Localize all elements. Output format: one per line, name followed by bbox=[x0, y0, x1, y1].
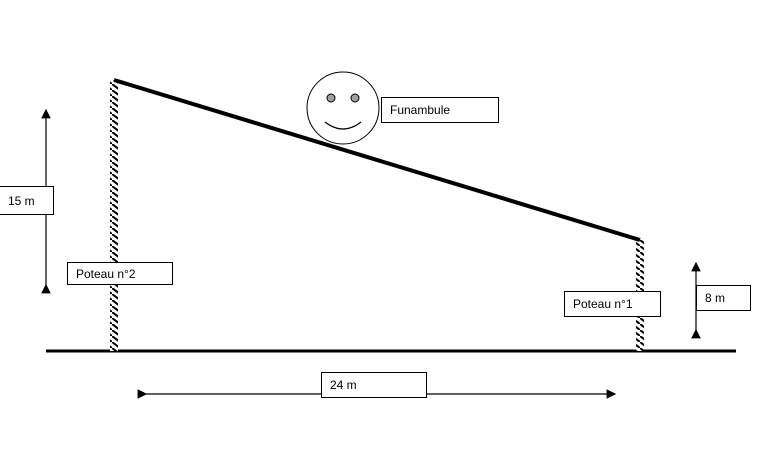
tightrope bbox=[113, 78, 641, 242]
distance-label: 24 m bbox=[321, 372, 427, 398]
pole2-label: Poteau n°2 bbox=[67, 262, 173, 285]
pole-2 bbox=[110, 80, 118, 351]
pole1-label: Poteau n°1 bbox=[564, 291, 661, 317]
smiley-face-icon bbox=[306, 71, 380, 145]
height-pole1-label: 8 m bbox=[696, 285, 751, 311]
funambule-label: Funambule bbox=[381, 97, 499, 123]
height-pole2-label: 15 m bbox=[0, 186, 54, 215]
